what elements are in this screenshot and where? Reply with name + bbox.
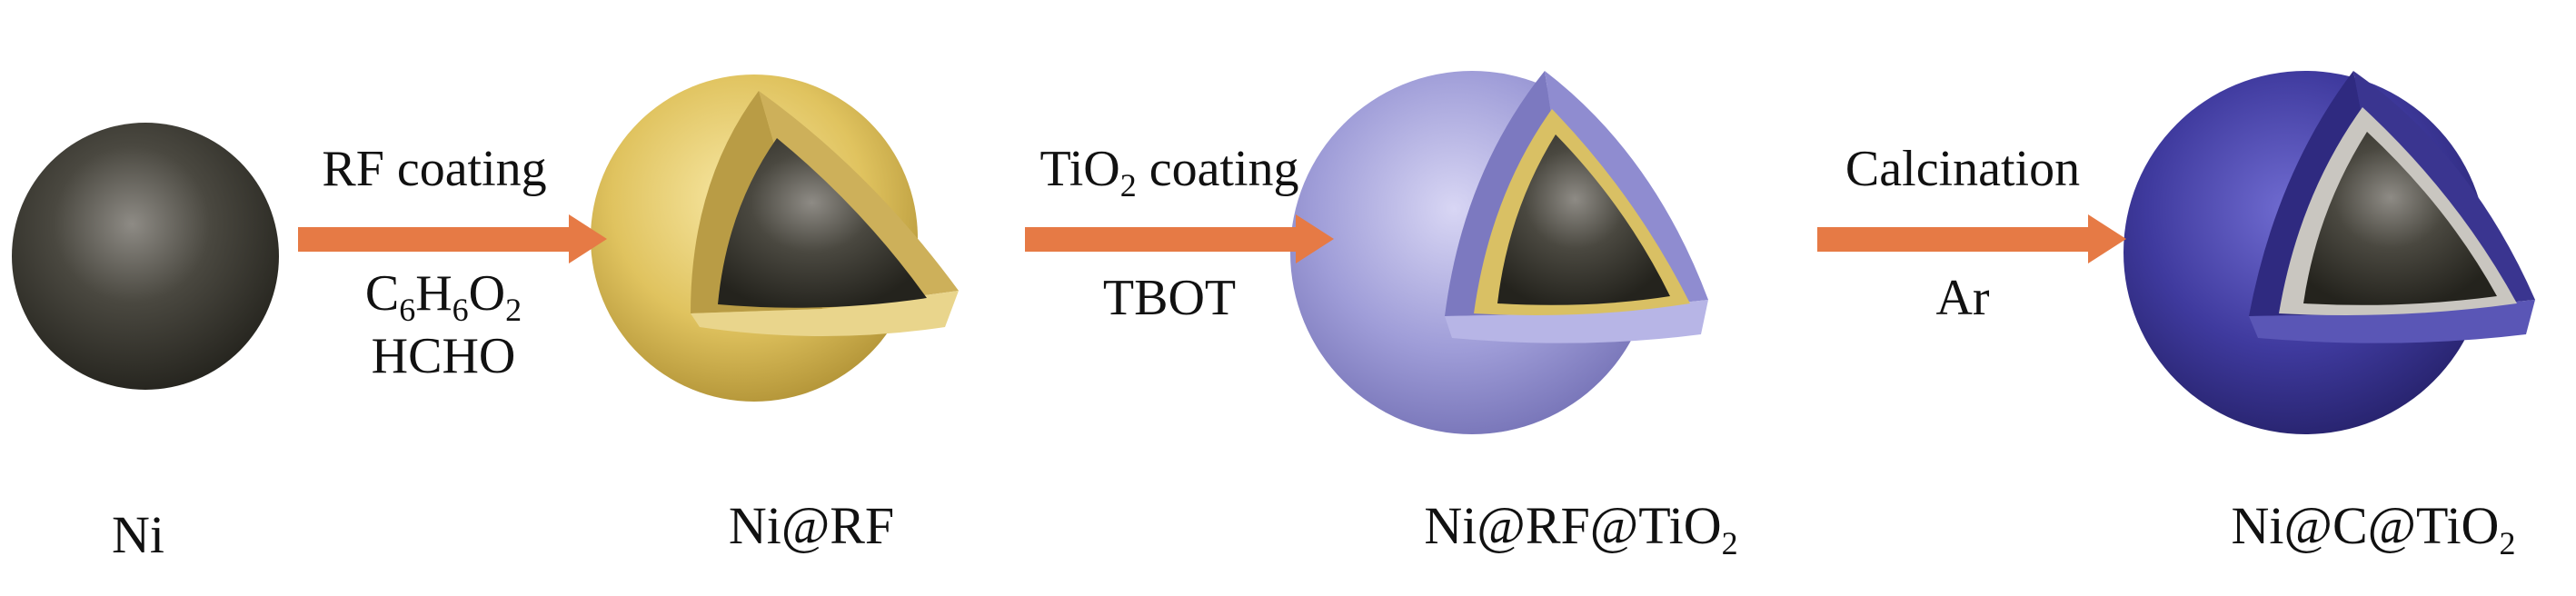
arrow-step-3: [1817, 214, 2126, 263]
ni-rf-tio2-particle: [1290, 71, 1708, 434]
step-1-reagent-formula: C6H6O2: [364, 265, 522, 328]
ni-c-tio2-particle: [2123, 71, 2535, 434]
step-2-top-label: TiO2 coating: [1039, 141, 1299, 202]
step-2-reagent-tbot: TBOT: [1102, 270, 1237, 326]
ni-core-sphere: [12, 123, 279, 390]
arrow-step-2: [1025, 214, 1334, 263]
particle-label-ni-rf: Ni@RF: [728, 496, 895, 555]
step-3-reagent-ar: Ar: [1935, 270, 1990, 326]
step-3-top-text: Calcination: [1845, 141, 2081, 197]
step-1-reagent-hcho: HCHO: [371, 328, 516, 384]
final-cut-face-bottom: [2249, 300, 2535, 343]
arrow-step-1: [298, 214, 607, 263]
tio2-cut-face-bottom: [1445, 300, 1708, 343]
ni-rf-particle: [591, 74, 959, 402]
ni-core-wedge: [1497, 134, 1670, 305]
step-3-top-label: Calcination: [1845, 144, 2080, 194]
particle-label-ni-c-tio2: Ni@C@TiO2: [2231, 496, 2516, 561]
particle-label-ni: Ni: [112, 505, 164, 564]
step-2-top-tail: coating: [1136, 141, 1299, 197]
particle-label-ni-rf-tio2: Ni@RF@TiO2: [1424, 496, 1738, 561]
ni-particle: [12, 123, 279, 390]
step-2-top-text: TiO: [1039, 141, 1120, 197]
ni-core-wedge: [2303, 132, 2497, 305]
step-1-top-label: RF coating: [322, 144, 546, 194]
step-2-top-sub: 2: [1119, 167, 1137, 204]
ni-core-wedge: [718, 138, 927, 308]
step-1-top-text: RF coating: [322, 141, 547, 197]
